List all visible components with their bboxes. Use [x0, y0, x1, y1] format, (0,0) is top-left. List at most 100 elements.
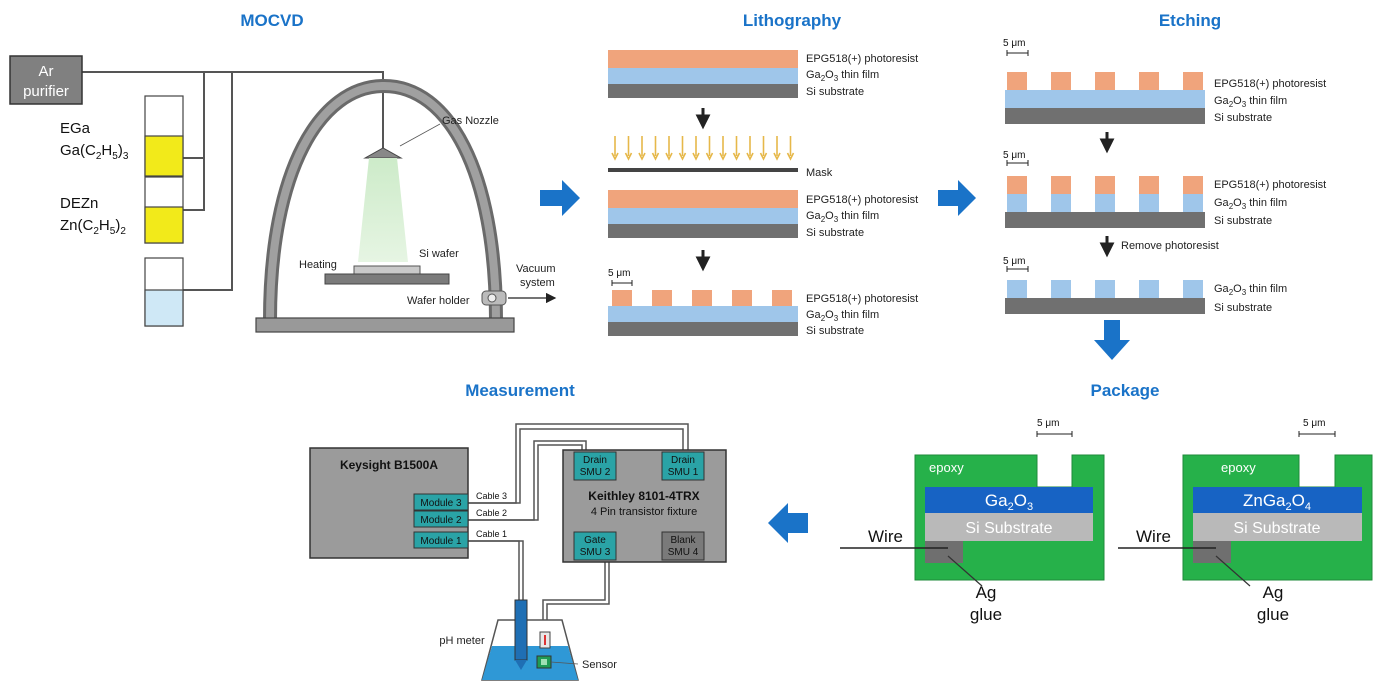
left-arrow-icon	[768, 503, 808, 543]
photoresist-block	[772, 290, 792, 306]
ag-label: Ag	[976, 583, 997, 602]
heating-label: Heating	[299, 259, 337, 271]
blank-smu4-label: Blank	[670, 535, 696, 546]
film-block	[1095, 194, 1115, 212]
substrate-label: Si substrate	[1214, 302, 1272, 314]
ph-electrode	[514, 599, 528, 661]
patterned-photoresist	[612, 290, 792, 306]
film-block	[1183, 280, 1203, 298]
gate-smu3-sublabel: SMU 3	[580, 547, 611, 558]
ag-glue-pad	[1193, 541, 1231, 563]
photoresist-label: EPG518(+) photoresist	[1214, 179, 1326, 191]
scale-bar	[1036, 431, 1073, 437]
scale-label: 5 μm	[1303, 418, 1325, 429]
gas-lines	[82, 71, 384, 291]
wire-label: Wire	[868, 527, 903, 546]
photoresist-label: EPG518(+) photoresist	[806, 53, 918, 65]
blank-smu4-sublabel: SMU 4	[668, 547, 699, 558]
vacuum-label-1: Vacuum	[516, 263, 556, 275]
epoxy-label: epoxy	[929, 460, 964, 475]
ag-glue-pad	[925, 541, 963, 563]
right-arrow-icon	[540, 180, 580, 216]
keysight-label: Keysight B1500A	[340, 458, 438, 472]
scale-bar	[1298, 431, 1336, 437]
glue-label: glue	[970, 605, 1002, 624]
drain-smu1-label: Drain	[671, 455, 695, 466]
uv-ray-head	[732, 152, 741, 161]
down-arrow-icon	[695, 250, 711, 272]
photoresist-block	[1139, 176, 1159, 194]
vacuum-label-2: system	[520, 277, 555, 289]
uv-ray-head	[678, 152, 687, 161]
module-1	[413, 531, 469, 549]
photoresist-label: EPG518(+) photoresist	[806, 293, 918, 305]
wafer-holder	[324, 273, 450, 285]
film-block	[1007, 280, 1027, 298]
module-2	[413, 510, 469, 528]
drain-smu1	[661, 451, 705, 481]
film-block	[1139, 194, 1159, 212]
drain-smu1-sublabel: SMU 1	[668, 467, 699, 478]
scale-label: 5 μm	[1037, 418, 1059, 429]
scale-label: 5 μm	[1003, 256, 1025, 267]
solution	[482, 646, 578, 680]
ga2o3-label: Ga2O3	[985, 491, 1033, 513]
si-substrate-layer	[925, 513, 1093, 541]
section-title-mocvd: MOCVD	[240, 11, 303, 30]
module-3	[413, 493, 469, 511]
uv-ray-head	[786, 152, 795, 161]
film-block	[1051, 194, 1071, 212]
photoresist-block	[652, 290, 672, 306]
uv-ray-head	[611, 152, 619, 161]
ega-liquid	[144, 135, 184, 177]
cable-3-label: Cable 3	[476, 491, 507, 501]
substrate-layer	[608, 322, 798, 336]
patterned-film	[1007, 280, 1203, 298]
scale-label: 5 μm	[608, 268, 630, 279]
measurement-panel: Keysight B1500A Module 3 Module 2 Module…	[309, 423, 727, 681]
uv-light-icon	[611, 136, 795, 161]
film-layer	[608, 208, 798, 224]
si-wafer	[353, 265, 421, 275]
gate-smu3-label: Gate	[584, 535, 606, 546]
film-label: Ga2O3 thin film	[806, 309, 879, 323]
wire-label: Wire	[1136, 527, 1171, 546]
etching-panel: 5 μm 5 μm Remove photoresist 5 μm EPG518…	[1003, 38, 1326, 314]
photoresist-block	[1007, 176, 1027, 194]
film-layer	[1005, 90, 1205, 108]
down-arrow-icon	[1099, 132, 1115, 154]
photoresist-block	[1051, 176, 1071, 194]
substrate-label: Si substrate	[806, 227, 864, 239]
module-2-label: Module 2	[420, 515, 462, 526]
film-block	[1183, 194, 1203, 212]
uv-ray-head	[651, 152, 660, 161]
gas-beam	[358, 158, 408, 262]
substrate-layer	[608, 224, 798, 238]
down-arrow-icon	[695, 108, 711, 130]
cables	[468, 423, 689, 632]
lithography-panel: 5 μm EPG518(+) photoresist Ga2O3 thin fi…	[608, 50, 918, 337]
cable-2-label: Cable 2	[476, 508, 507, 518]
uv-ray-head	[719, 152, 727, 161]
film-block	[1139, 280, 1159, 298]
wafer-holder-label: Wafer holder	[407, 295, 470, 307]
keithley-label: Keithley 8101-4TRX	[588, 489, 699, 503]
gas-nozzle-label: Gas Nozzle	[442, 115, 499, 127]
drain-smu2-label: Drain	[583, 455, 607, 466]
uv-ray-head	[638, 152, 646, 161]
uv-ray-head	[665, 152, 673, 161]
film-layer	[608, 68, 798, 84]
ega-name: EGa	[60, 120, 91, 137]
photoresist-layer	[608, 190, 798, 208]
photoresist-block	[732, 290, 752, 306]
drain-smu2-sublabel: SMU 2	[580, 467, 611, 478]
photoresist-label: EPG518(+) photoresist	[1214, 78, 1326, 90]
chamber-base	[255, 317, 515, 333]
patterned-film	[1007, 194, 1203, 212]
znga2o4-layer	[1193, 487, 1362, 513]
uv-ray-head	[705, 152, 714, 161]
patterned-photoresist	[1007, 72, 1203, 90]
uv-ray-head	[773, 152, 781, 161]
substrate-label: Si substrate	[1214, 215, 1272, 227]
